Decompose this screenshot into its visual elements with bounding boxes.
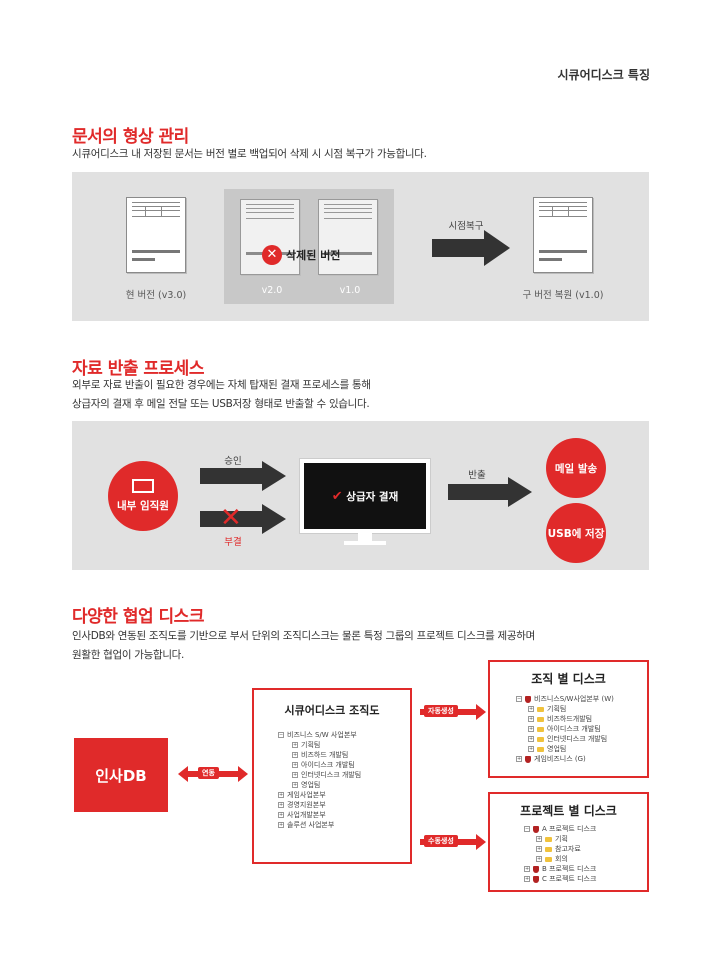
current-version-caption: 현 버전 (v3.0) — [125, 290, 187, 301]
tree-node[interactable]: +참고자료 — [536, 845, 581, 853]
org-disk-box: 조직 별 디스크 −비즈니스S/W사업본부 (W) +기획팀 +비즈하드개발팀 … — [488, 660, 649, 778]
shield-icon — [533, 865, 539, 873]
tree-node[interactable]: +사업개발본부 — [278, 811, 326, 819]
tree-node[interactable]: +영업팀 — [292, 781, 321, 789]
folder-icon — [545, 856, 552, 862]
section1-title: 문서의 형상 관리 — [72, 127, 189, 147]
tree-node[interactable]: −A 프로젝트 디스크 — [524, 825, 597, 833]
restore-arrow-icon — [432, 230, 512, 266]
shield-icon — [525, 755, 531, 763]
tree-node[interactable]: +솔루션 사업본부 — [278, 821, 335, 829]
tree-node[interactable]: +기획팀 — [528, 705, 567, 713]
folder-icon — [545, 836, 552, 842]
shield-icon — [533, 875, 539, 883]
project-disk-tree: −A 프로젝트 디스크 +기획 +참고자료 +회의 +B 프로젝트 디스크 +C… — [524, 824, 596, 884]
export-panel: 내부 임직원 승인 ✕ 부결 ✔ 상급자 결재 반출 메일 발송 USB에 저장 — [72, 421, 649, 570]
old-version-caption: 구 버전 복원 (v1.0) — [522, 290, 604, 301]
shield-icon — [533, 825, 539, 833]
tree-node[interactable]: +아이디스크 개발팀 — [292, 761, 355, 769]
section2-desc-line1: 외부로 자료 반출이 필요한 경우에는 자체 탑재된 결재 프로세스를 통해 — [72, 379, 371, 391]
tree-node[interactable]: +게임사업본부 — [278, 791, 326, 799]
tree-node[interactable]: +게임비즈니스 (G) — [516, 755, 586, 763]
v1-caption: v1.0 — [339, 285, 361, 296]
folder-icon — [537, 706, 544, 712]
link-double-arrow-icon: 연동 — [178, 766, 248, 782]
delete-x-icon: ✕ — [262, 245, 282, 265]
section3-desc-line1: 인사DB와 연동된 조직도를 기반으로 부서 단위의 조직디스크는 물론 특정 … — [72, 630, 535, 642]
v2-caption: v2.0 — [261, 285, 283, 296]
version-panel: 현 버전 (v3.0) ✕ 삭제된 버전 v2.0 v1.0 시점복구 구 버전… — [72, 172, 649, 321]
folder-icon — [545, 846, 552, 852]
tree-node[interactable]: +영업팀 — [528, 745, 567, 753]
tree-node[interactable]: −비즈니스S/W사업본부 (W) — [516, 695, 614, 703]
tree-node[interactable]: +경영지원본부 — [278, 801, 326, 809]
document-icon — [533, 197, 593, 273]
auto-create-label: 자동생성 — [424, 705, 458, 717]
org-tree: −비즈니스 S/W 사업본부 +기획팀 +비즈하드 개발팀 +아이디스크 개발팀… — [278, 730, 361, 830]
approve-arrow-icon — [200, 461, 288, 491]
tree-node[interactable]: +기획팀 — [292, 741, 321, 749]
document-icon — [126, 197, 186, 273]
manual-create-label: 수동생성 — [424, 835, 458, 847]
monitor-base — [344, 541, 386, 545]
org-disk-tree: −비즈니스S/W사업본부 (W) +기획팀 +비즈하드개발팀 +아이디스크 개발… — [516, 694, 614, 764]
section2-desc-line2: 상급자의 결재 후 메일 전달 또는 USB저장 형태로 반출할 수 있습니다. — [72, 398, 370, 410]
tree-node[interactable]: +기획 — [536, 835, 568, 843]
project-disk-title: 프로젝트 별 디스크 — [520, 804, 617, 818]
usb-label: USB에 저장 — [547, 527, 605, 540]
tree-node[interactable]: +회의 — [536, 855, 568, 863]
employee-circle: 내부 임직원 — [108, 461, 178, 531]
deleted-badge: ✕ 삭제된 버전 — [262, 245, 340, 265]
link-label: 연동 — [198, 767, 219, 779]
section3-desc-line2: 원활한 협업이 가능합니다. — [72, 649, 185, 661]
hr-db-box: 인사DB — [74, 738, 168, 812]
tree-node[interactable]: +아이디스크 개발팀 — [528, 725, 601, 733]
tree-node[interactable]: +B 프로젝트 디스크 — [524, 865, 597, 873]
hr-db-label: 인사DB — [95, 766, 147, 785]
export-arrow-icon — [448, 477, 534, 507]
project-disk-box: 프로젝트 별 디스크 −A 프로젝트 디스크 +기획 +참고자료 +회의 +B … — [488, 792, 649, 892]
tree-node[interactable]: +C 프로젝트 디스크 — [524, 875, 597, 883]
tree-node[interactable]: +인터넷디스크 개발팀 — [292, 771, 362, 779]
employee-label: 내부 임직원 — [117, 500, 169, 512]
deleted-versions-box: ✕ 삭제된 버전 v2.0 v1.0 — [224, 189, 394, 304]
folder-icon — [537, 746, 544, 752]
approval-label: 상급자 결재 — [346, 491, 399, 503]
tree-node[interactable]: +인터넷디스크 개발팀 — [528, 735, 608, 743]
org-chart-title: 시큐어디스크 조직도 — [284, 704, 380, 717]
mail-circle: 메일 발송 — [546, 438, 606, 498]
tree-node[interactable]: +비즈하드개발팀 — [528, 715, 593, 723]
monitor-stand — [358, 533, 372, 541]
mail-label: 메일 발송 — [554, 462, 598, 475]
page-label: 시큐어디스크 특징 — [557, 68, 651, 82]
org-disk-title: 조직 별 디스크 — [531, 672, 606, 686]
approve-label: 승인 — [224, 456, 242, 467]
section1-desc: 시큐어디스크 내 저장된 문서는 버전 별로 백업되어 삭제 시 시점 복구가 … — [72, 148, 427, 160]
section2-title: 자료 반출 프로세스 — [72, 359, 204, 379]
org-chart-box: 시큐어디스크 조직도 −비즈니스 S/W 사업본부 +기획팀 +비즈하드 개발팀… — [252, 688, 412, 864]
reject-label: 부결 — [224, 537, 242, 548]
auto-create-arrow-icon: 자동생성 — [420, 704, 486, 720]
tree-node[interactable]: −비즈니스 S/W 사업본부 — [278, 731, 357, 739]
folder-icon — [537, 726, 544, 732]
folder-icon — [537, 716, 544, 722]
monitor-screen: ✔ 상급자 결재 — [300, 459, 430, 533]
reject-x-icon: ✕ — [220, 503, 242, 533]
shield-icon — [525, 695, 531, 703]
manual-create-arrow-icon: 수동생성 — [420, 834, 486, 850]
mail-icon — [132, 479, 154, 493]
restore-label: 시점복구 — [448, 221, 484, 232]
usb-circle: USB에 저장 — [546, 503, 606, 563]
deleted-label: 삭제된 버전 — [286, 249, 341, 262]
folder-icon — [537, 736, 544, 742]
document-icon — [318, 199, 378, 275]
tree-node[interactable]: +비즈하드 개발팀 — [292, 751, 349, 759]
export-label: 반출 — [468, 470, 486, 481]
section3-title: 다양한 협업 디스크 — [72, 607, 204, 627]
reject-arrow-icon — [200, 504, 288, 534]
check-icon: ✔ — [331, 489, 343, 504]
approval-screen: ✔ 상급자 결재 — [304, 489, 426, 504]
